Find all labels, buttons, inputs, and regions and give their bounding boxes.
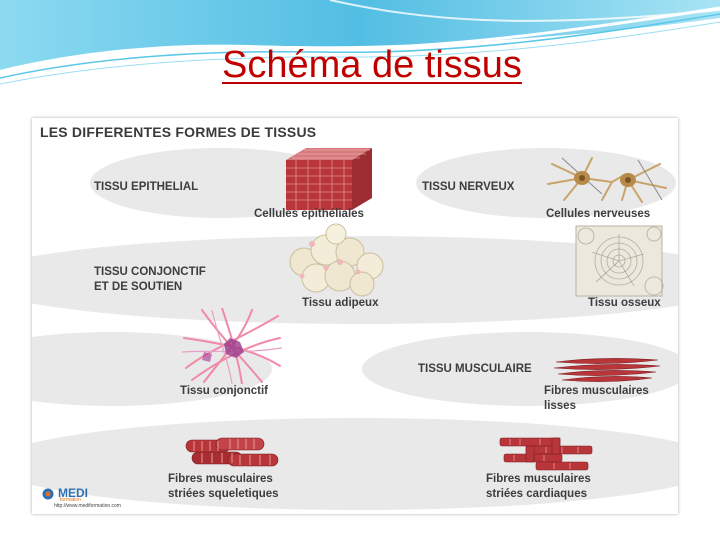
slide-title: Schéma de tissus bbox=[222, 44, 522, 87]
label-tissu-conjonctif-line2: ET DE SOUTIEN bbox=[94, 280, 182, 295]
label-tissu-conjonctif-line1: TISSU CONJONCTIF bbox=[94, 265, 206, 280]
caption-tissu-osseux: Tissu osseux bbox=[588, 296, 661, 311]
caption-striees-cardiaques-line1: Fibres musculaires bbox=[486, 472, 591, 487]
caption-cellules-nerveuses: Cellules nerveuses bbox=[546, 207, 650, 222]
adipose-tissue-illustration bbox=[282, 222, 392, 298]
medi-logo-mark-icon bbox=[42, 488, 54, 500]
logo-url: http://www.mediformation.com bbox=[54, 503, 121, 509]
caption-striees-squeletiques-line1: Fibres musculaires bbox=[168, 472, 273, 487]
figure-title: LES DIFFERENTES FORMES DE TISSUS bbox=[40, 124, 316, 140]
caption-cellules-epitheliales: Cellules epithéliales bbox=[254, 207, 364, 222]
connective-tissue-illustration bbox=[182, 308, 282, 384]
label-tissu-nerveux: TISSU NERVEUX bbox=[422, 180, 514, 195]
bone-tissue-illustration bbox=[574, 224, 664, 298]
caption-tissu-conjonctif: Tissu conjonctif bbox=[180, 384, 268, 399]
label-tissu-epithelial: TISSU EPITHELIAL bbox=[94, 180, 198, 195]
smooth-muscle-illustration bbox=[552, 354, 662, 384]
epithelial-cells-illustration bbox=[276, 148, 376, 210]
caption-fibres-lisses-line1: Fibres musculaires bbox=[544, 384, 649, 399]
caption-striees-cardiaques-line2: striées cardiaques bbox=[486, 487, 587, 502]
nerve-cells-illustration bbox=[542, 154, 672, 206]
cardiac-muscle-illustration bbox=[496, 434, 596, 474]
caption-tissu-adipeux: Tissu adipeux bbox=[302, 296, 378, 311]
label-tissu-musculaire: TISSU MUSCULAIRE bbox=[418, 362, 532, 377]
caption-fibres-lisses-line2: lisses bbox=[544, 399, 576, 414]
caption-striees-squeletiques-line2: striées squeletiques bbox=[168, 487, 279, 502]
skeletal-muscle-illustration bbox=[182, 436, 282, 472]
tissue-diagram: LES DIFFERENTES FORMES DE TISSUS TISSU E… bbox=[32, 118, 678, 514]
